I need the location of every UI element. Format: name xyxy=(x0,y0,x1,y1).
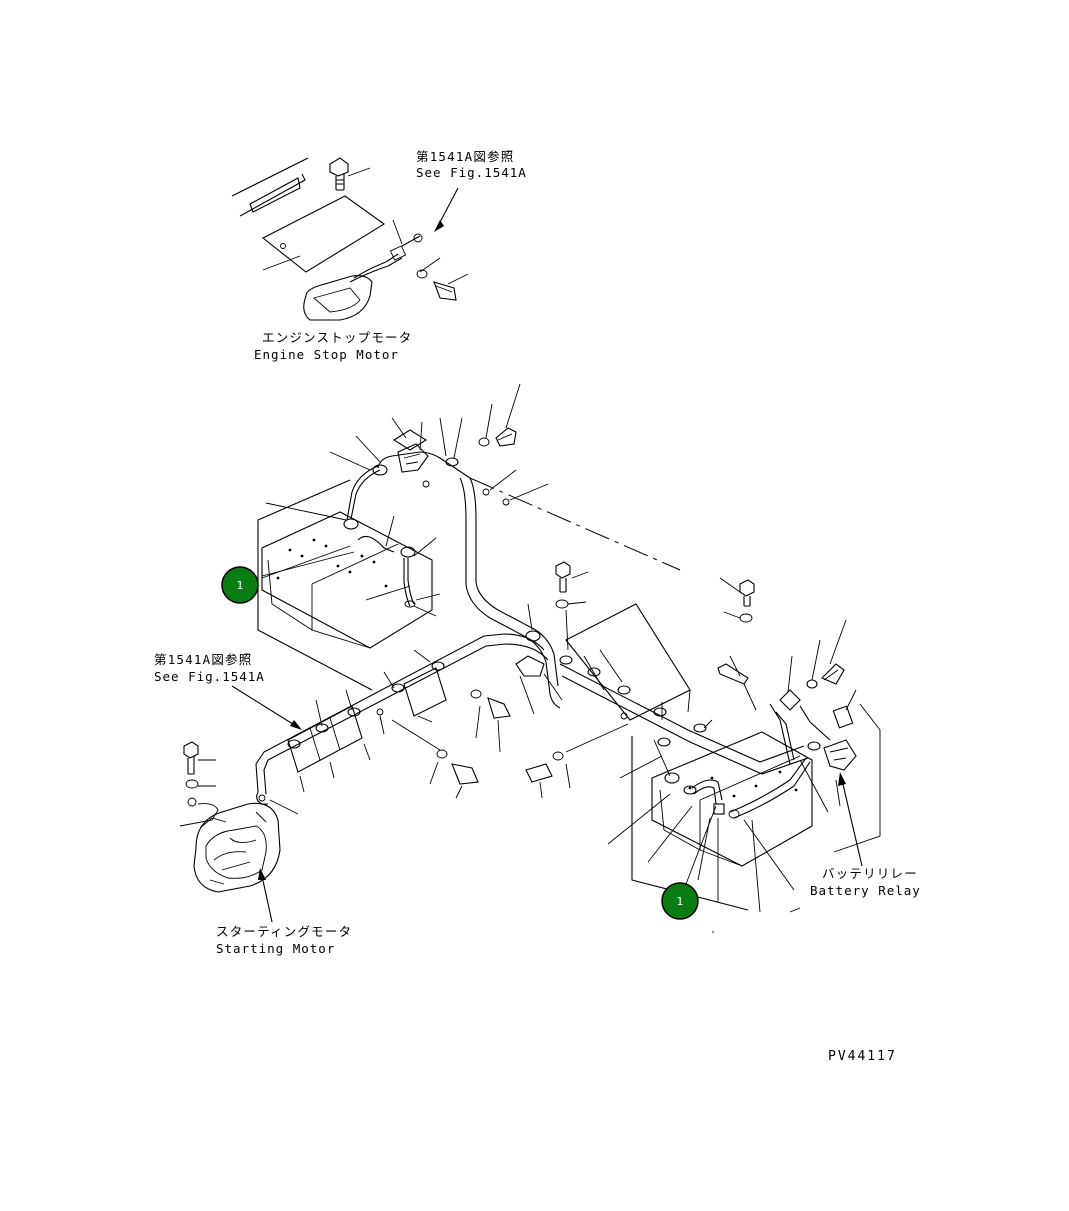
left-harness xyxy=(255,633,549,815)
starting-motor-label-en: Starting Motor xyxy=(216,941,335,956)
battery-relay-label-en: Battery Relay xyxy=(810,883,921,898)
callout-bubble: 1 xyxy=(661,805,717,920)
callout-bubble: 1 xyxy=(221,545,351,604)
battery-relay xyxy=(717,577,863,867)
center-fasteners xyxy=(391,689,511,799)
battery-left xyxy=(257,451,441,691)
ref-top-en: See Fig.1541A xyxy=(416,165,527,180)
ref-left-en: See Fig.1541A xyxy=(154,669,265,684)
drawing-code: PV44117 xyxy=(828,1049,897,1064)
engine-stop-motor-label-jp: エンジンストップモータ xyxy=(262,330,412,345)
callout-number: 1 xyxy=(677,895,684,908)
reference-line xyxy=(469,477,681,571)
ref-left-arrow xyxy=(231,685,302,730)
starting-motor-label-jp: スターティングモータ xyxy=(216,924,352,939)
battery-relay-label-jp: バッテリリレー xyxy=(822,866,918,881)
right-harness xyxy=(525,561,809,799)
battery-right xyxy=(607,703,881,933)
callout-number: 1 xyxy=(237,579,244,592)
upper-connector-cluster xyxy=(355,383,549,506)
engine-stop-motor-label-en: Engine Stop Motor xyxy=(254,347,399,362)
ref-left-jp: 第1541A図参照 xyxy=(154,652,252,667)
starting-motor xyxy=(179,741,281,923)
ref-top-jp: 第1541A図参照 xyxy=(416,149,514,164)
engine-stop-motor-assembly xyxy=(231,157,469,321)
main-harness xyxy=(459,477,563,715)
